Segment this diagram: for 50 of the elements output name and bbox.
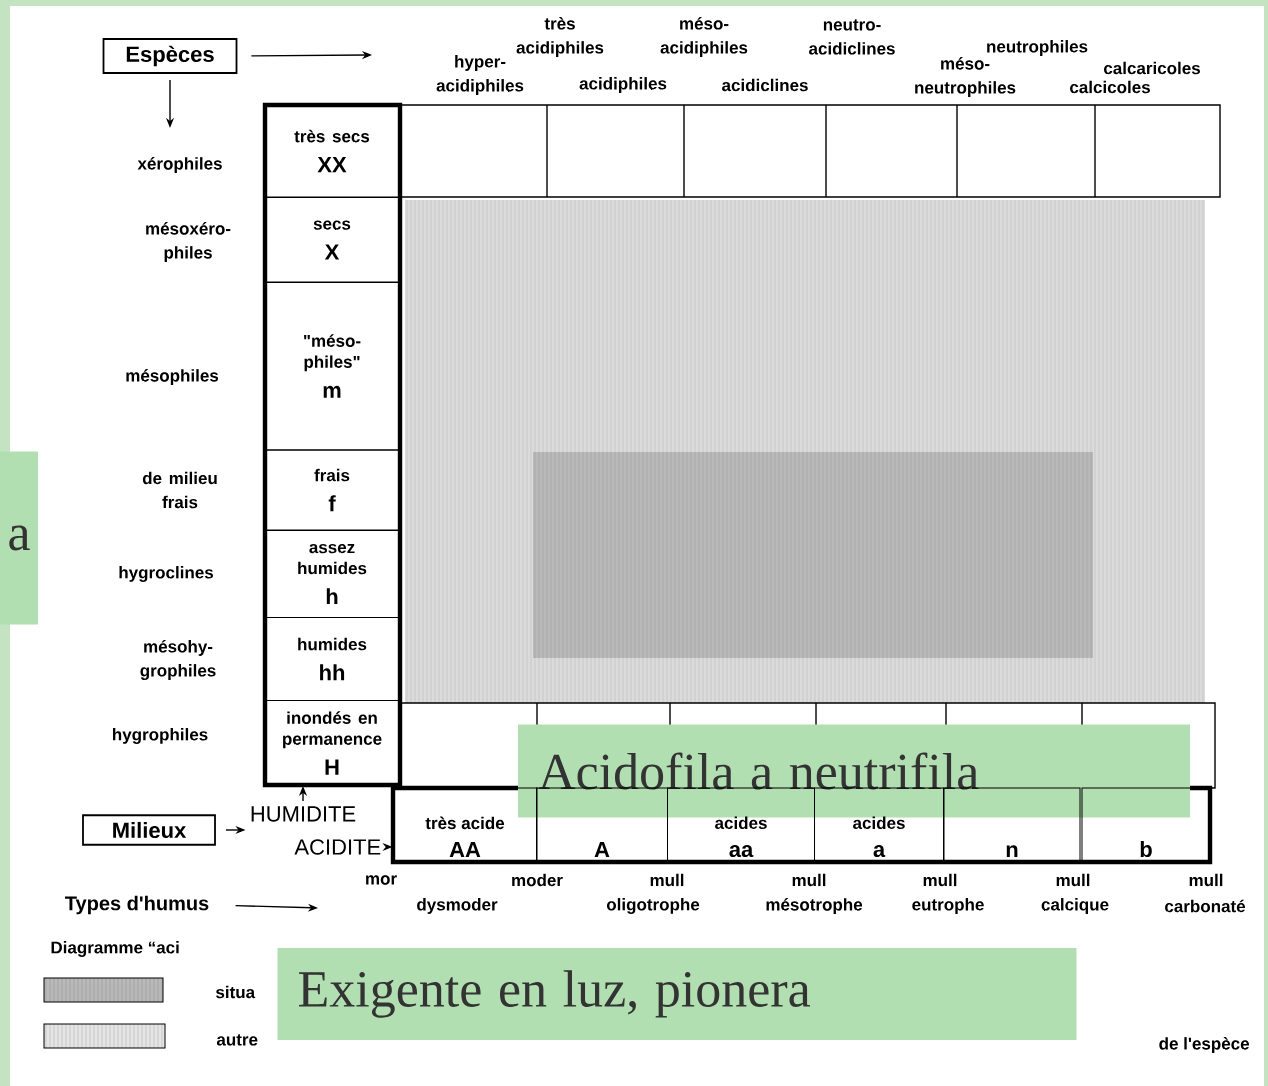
legend-text: autre — [216, 1034, 258, 1046]
label-text: Diagramme “aci — [51, 941, 179, 957]
label-text: hyper- acidiphiles — [436, 55, 524, 95]
legend-text: situa — [216, 985, 256, 999]
label-text: mull — [650, 873, 684, 887]
axis-label: HUMIDITE — [251, 806, 356, 822]
label-text: acidiphiles — [579, 77, 667, 93]
table-cell: "méso- philes" m — [264, 281, 400, 451]
label-text: mull — [923, 873, 957, 887]
table-cell: humides hh — [264, 617, 400, 701]
table-cell: secs X — [264, 197, 400, 283]
label-text: de l'espèce — [1159, 1037, 1249, 1053]
caption-box: a — [0, 451, 38, 625]
label-text: mull — [792, 873, 826, 887]
label-text: mull — [1189, 873, 1223, 887]
caption-box: Exigente en luz, pionera — [277, 948, 1077, 1040]
table-cell: inondés en permanence H — [264, 700, 400, 786]
label-text: mésotrophe — [766, 898, 863, 914]
label-text: hygrophiles — [113, 728, 208, 744]
label-text: mésohy- grophiles — [140, 639, 216, 681]
label-text: eutrophe — [912, 898, 984, 914]
label-text: de milieu frais — [142, 471, 217, 509]
label-text: calcicoles — [1070, 80, 1150, 94]
label-text: neutrophiles — [987, 40, 1088, 56]
label-text: méso- acidiphiles — [660, 17, 748, 57]
label-text: calcique — [1041, 898, 1109, 914]
label-text: mésophiles — [126, 369, 219, 385]
label-box: Milieux — [82, 814, 216, 846]
label-text: mésoxéro- philes — [146, 222, 231, 262]
label-text: moder — [512, 873, 563, 887]
label-text: carbonaté — [1165, 899, 1246, 913]
table-cell: b — [1081, 787, 1211, 863]
table-cell: très secs XX — [264, 104, 400, 198]
table-cell: assez humides h — [264, 530, 400, 618]
label-box: Espèces — [102, 38, 238, 74]
label-text: xérophiles — [137, 157, 222, 173]
label-text: oligotrophe — [606, 898, 700, 914]
label-text: acidiclines — [722, 78, 808, 92]
table-cell: frais f — [264, 449, 400, 531]
label-text: dysmoder — [417, 898, 498, 914]
table-cell: très acide AA — [392, 787, 538, 863]
label-text: très acidiphiles — [516, 17, 604, 57]
label-text: hygroclines — [119, 566, 213, 582]
label-text: méso- neutrophiles — [915, 57, 1016, 97]
label-text: mor — [366, 875, 397, 885]
axis-label: ACIDITE — [294, 839, 381, 855]
label-text: mull — [1056, 873, 1090, 887]
axis-label: Types d'humus — [65, 895, 209, 915]
label-text: calcaricoles — [1104, 61, 1200, 75]
label-text: neutro- acidiclines — [809, 19, 895, 55]
